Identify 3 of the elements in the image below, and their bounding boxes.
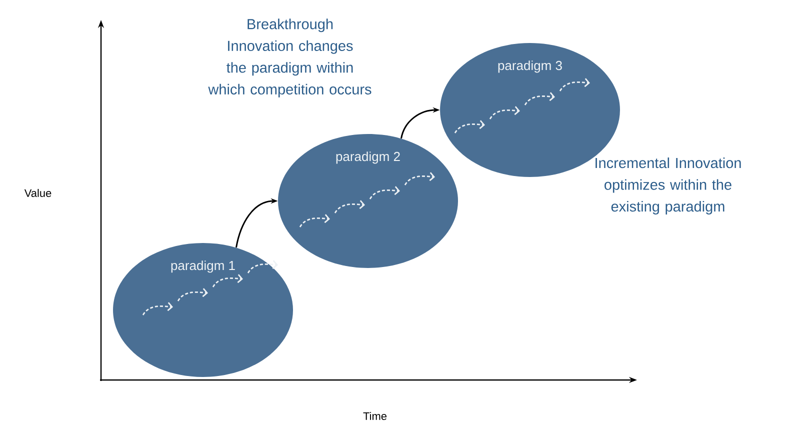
note-text: Breakthrough Innovation changes the paradigm within which competition occurs xyxy=(208,18,372,98)
axis-label: Time xyxy=(363,412,387,420)
axis-label: Value xyxy=(24,188,52,198)
